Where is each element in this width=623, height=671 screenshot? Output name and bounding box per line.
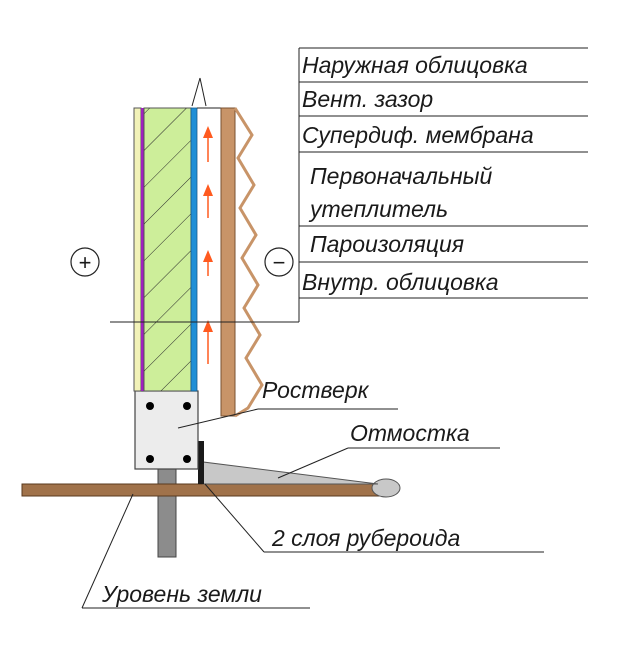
minus-sign: −: [273, 250, 286, 275]
membrane-layer: [190, 107, 198, 392]
insulation-hatch: [144, 108, 191, 391]
label-vent-gap: Вент. зазор: [302, 86, 433, 112]
bolt-dot-icon: [183, 455, 191, 463]
inner-cladding-sawtooth: [233, 107, 264, 418]
label-inner-cladding: Внутр. облицовка: [302, 269, 499, 295]
label-grillage: Ростверк: [262, 377, 370, 403]
lower-leaders: [81, 408, 544, 609]
label-outer-cladding: Наружная облицовка: [302, 52, 528, 78]
plus-sign: +: [79, 250, 92, 275]
label-ground-level: Уровень земли: [101, 581, 262, 607]
minus-circle: [264, 247, 294, 277]
label-roofing-felt: 2 слоя рубероида: [271, 525, 460, 551]
roofing-felt: [198, 441, 204, 484]
label-leaders: [110, 47, 588, 323]
label-superdiff-membrane: Супердиф. мембрана: [302, 122, 534, 148]
up-arrow-icon: [203, 320, 213, 364]
up-arrow-icon: [203, 250, 213, 276]
ground-end: [371, 478, 401, 498]
bolt-dot-icon: [183, 402, 191, 410]
outer-cladding-layer: [133, 107, 142, 392]
inner-cladding-board: [220, 107, 236, 417]
ground-strip: [21, 483, 385, 497]
bolt-dot-icon: [146, 402, 154, 410]
label-primary-insulation-1: Первоначальный: [310, 163, 493, 189]
vapor-barrier-layer: [141, 108, 144, 391]
up-arrow-icon: [203, 184, 213, 218]
pile: [157, 467, 177, 558]
label-primary-insulation-2: утеплитель: [308, 196, 448, 222]
plus-circle: [70, 247, 100, 277]
airflow-arrows: [203, 126, 213, 364]
label-vapor-barrier: Пароизоляция: [310, 231, 464, 257]
up-arrow-icon: [203, 126, 213, 162]
label-blind-area: Отмостка: [350, 420, 470, 446]
bolt-dot-icon: [146, 455, 154, 463]
